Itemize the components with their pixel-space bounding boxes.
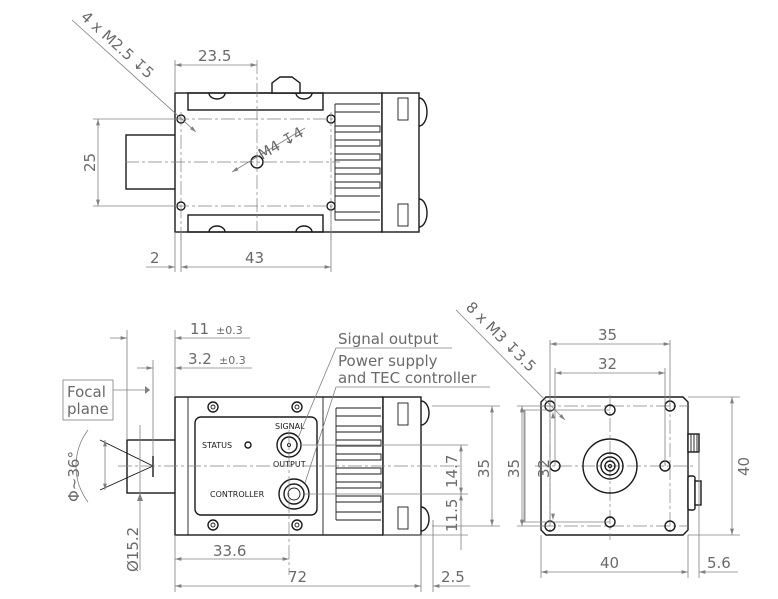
power-supply-callout-line1: Power supply xyxy=(338,352,438,370)
side-view: 35 32 35 32 40 40 5.6 8 x M3 ↧3.5 xyxy=(455,298,753,578)
power-supply-callout-line2: and TEC controller xyxy=(338,369,477,387)
focal-plane-label-line2: plane xyxy=(67,400,109,418)
focal-plane-box xyxy=(62,379,114,421)
top-view: 23.5 25 2 43 4 x M2.5 ↧5 M4 ↧4 xyxy=(71,8,428,272)
dim-40-bottom: 40 xyxy=(600,554,619,572)
housing xyxy=(174,92,383,233)
dim-5-6: 5.6 xyxy=(707,554,731,572)
dim-35-top: 35 xyxy=(598,326,617,344)
status-led xyxy=(244,441,252,449)
dim-11: 11 xyxy=(190,320,209,338)
dim-43: 43 xyxy=(245,249,264,267)
dim-2: 2 xyxy=(150,249,160,267)
end-cap xyxy=(381,92,420,233)
dim-3-2: 3.2 xyxy=(188,350,212,368)
beam-angle: Φ~36° xyxy=(65,451,83,502)
signal-connector-side xyxy=(687,433,700,453)
dim-11-5: 11.5 xyxy=(443,499,461,532)
dim-33-6: 33.6 xyxy=(213,542,246,560)
dim-25: 25 xyxy=(81,153,99,172)
dim-32-left: 32 xyxy=(535,459,553,478)
dim-35-front: 35 xyxy=(475,459,493,478)
dim-32-top: 32 xyxy=(598,355,617,373)
lens-flange xyxy=(582,438,638,494)
screw xyxy=(207,401,303,531)
m3-thread-callout: 8 x M3 ↧3.5 xyxy=(462,298,540,376)
output-label: OUTPUT xyxy=(273,460,306,469)
dim-23-5: 23.5 xyxy=(198,47,231,65)
controller-connector-side xyxy=(687,475,696,511)
status-label: STATUS xyxy=(202,441,232,450)
dim-35-left: 35 xyxy=(505,459,523,478)
focal-plane-label-line1: Focal xyxy=(67,383,106,401)
signal-label: SIGNAL xyxy=(275,422,305,431)
dim-3-2-tolerance: ±0.3 xyxy=(219,354,246,367)
m2-5-thread-callout: 4 x M2.5 ↧5 xyxy=(77,8,157,83)
connector-top xyxy=(271,76,301,94)
dim-72: 72 xyxy=(288,568,307,586)
dim-14-7: 14.7 xyxy=(443,455,461,488)
dim-diameter-15-2: Ø15.2 xyxy=(124,527,142,572)
heatsink-fins xyxy=(334,103,381,221)
dim-11-tolerance: ±0.3 xyxy=(216,324,243,337)
signal-output-callout: Signal output xyxy=(338,330,438,348)
front-view: STATUS SIGNAL OUTPUT CONTROLLER Φ~36° Fo… xyxy=(62,320,500,592)
controller-label: CONTROLLER xyxy=(210,490,265,499)
dim-40-right: 40 xyxy=(735,457,753,476)
dim-2-5: 2.5 xyxy=(441,568,465,586)
heatsink-fins xyxy=(335,407,382,521)
